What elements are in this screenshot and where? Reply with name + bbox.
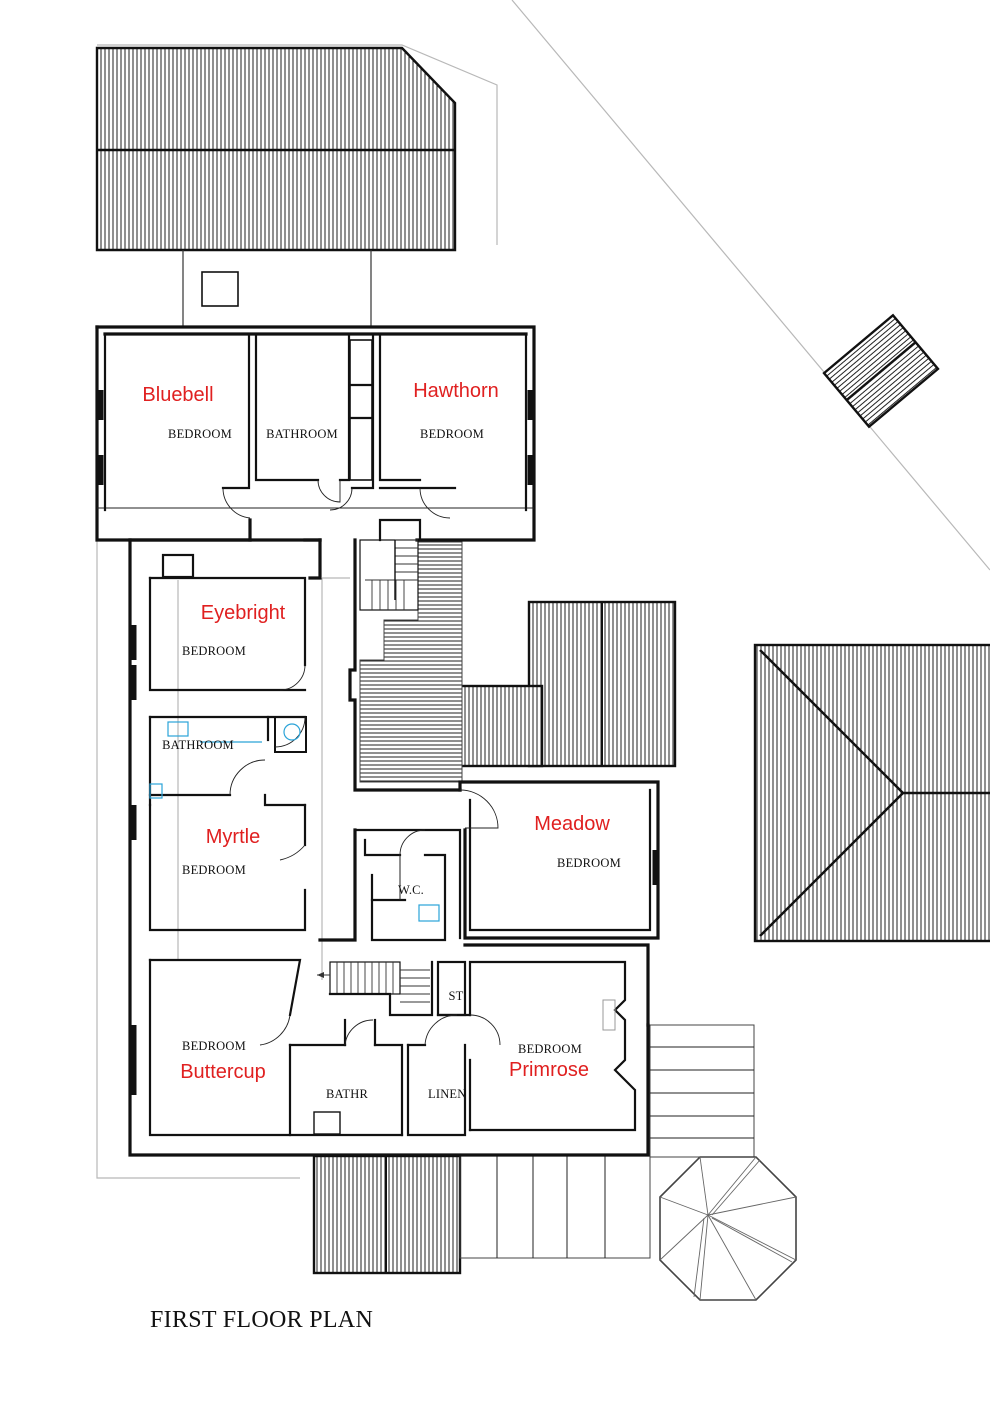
hawthorn-type: BEDROOM [420, 427, 484, 441]
landing-hatch [359, 541, 463, 783]
st-type: ST [449, 989, 464, 1003]
plan-title: FIRST FLOOR PLAN [150, 1307, 373, 1333]
roof-small-rotated [822, 313, 940, 429]
staircase-bottom [317, 960, 434, 1017]
roof-top [95, 46, 457, 327]
staircase-top [359, 539, 419, 611]
bluebell-name: Bluebell [142, 384, 213, 406]
bathr-type: BATHR [326, 1087, 368, 1101]
roof-bottom [312, 1024, 797, 1301]
eyebright-name: Eyebright [201, 602, 286, 624]
roof-middle-right [448, 600, 677, 768]
bathroom-top-type: BATHROOM [266, 427, 338, 441]
hawthorn-name: Hawthorn [413, 380, 499, 402]
site-boundary [96, 0, 990, 1179]
bluebell-type: BEDROOM [168, 427, 232, 441]
primrose-name: Primrose [509, 1059, 589, 1081]
walls [95, 325, 660, 1157]
door-swings [222, 479, 501, 1046]
meadow-type: BEDROOM [557, 856, 621, 870]
linen-type: LINEN [428, 1087, 467, 1101]
room-name-labels: Bluebell Hawthorn Eyebright Myrtle Meado… [142, 380, 610, 1083]
wc-type: W.C. [398, 883, 424, 897]
myrtle-name: Myrtle [206, 826, 260, 848]
bathroom-left-type: BATHROOM [162, 738, 234, 752]
eyebright-type: BEDROOM [182, 644, 246, 658]
buttercup-type: BEDROOM [182, 1039, 246, 1053]
meadow-name: Meadow [534, 813, 610, 835]
roof-hip-right [753, 643, 990, 943]
buttercup-name: Buttercup [180, 1061, 266, 1083]
room-type-labels: BEDROOM BATHROOM BEDROOM BEDROOM BATHROO… [162, 427, 621, 1101]
fixtures [149, 721, 440, 922]
primrose-type: BEDROOM [518, 1042, 582, 1056]
myrtle-type: BEDROOM [182, 863, 246, 877]
